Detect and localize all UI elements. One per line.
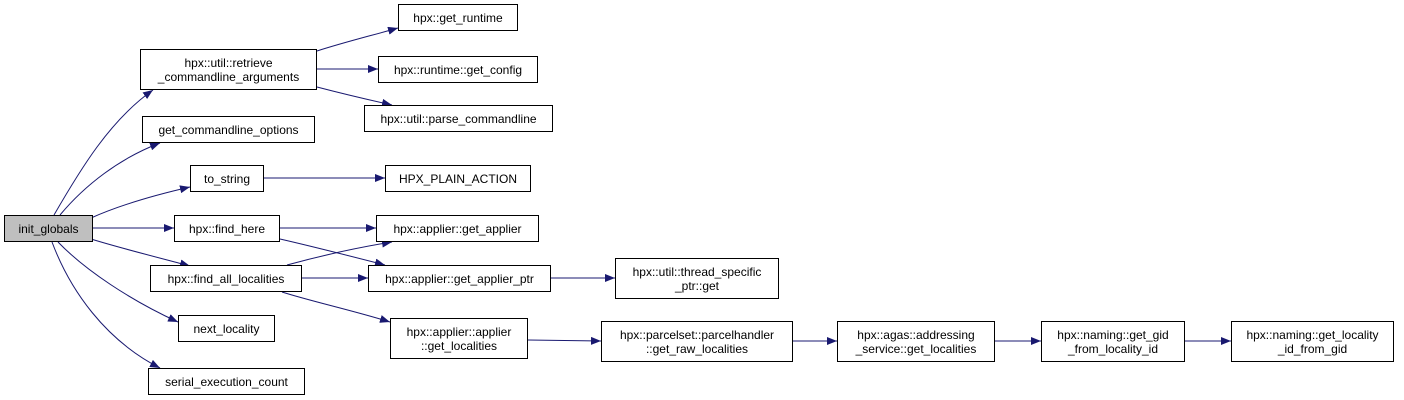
- node-label: hpx::get_runtime: [413, 10, 503, 25]
- node-label: hpx::agas::addressing: [857, 327, 975, 342]
- edge-init-globals-to-serial-execution-count: [51, 241, 161, 369]
- node-find-here[interactable]: hpx::find_here: [174, 215, 280, 242]
- node-next-locality[interactable]: next_locality: [178, 315, 275, 342]
- node-label: _id_from_gid: [1277, 341, 1348, 356]
- node-label: HPX_PLAIN_ACTION: [398, 171, 518, 186]
- node-hpx-plain-action[interactable]: HPX_PLAIN_ACTION: [385, 165, 531, 192]
- node-label: hpx::naming::get_gid: [1057, 327, 1169, 342]
- node-label: to_string: [203, 171, 251, 186]
- node-label: get_commandline_options: [158, 122, 299, 137]
- node-addressing-service-get-localities[interactable]: hpx::agas::addressing _service::get_loca…: [837, 321, 995, 362]
- edge-init-globals-to-retrieve-cmdline: [53, 89, 154, 216]
- node-label: hpx::parcelset::parcelhandler: [619, 327, 775, 342]
- node-thread-specific-ptr-get[interactable]: hpx::util::thread_specific _ptr::get: [615, 258, 779, 299]
- edge-init-globals-to-to-string: [90, 185, 191, 219]
- node-label: _commandline_arguments: [157, 69, 300, 84]
- node-label: hpx::naming::get_locality: [1246, 327, 1379, 342]
- node-runtime-get-config[interactable]: hpx::runtime::get_config: [378, 56, 538, 83]
- edge-init-globals-to-get-cmdline-options: [59, 142, 161, 216]
- node-label: hpx::find_all_localities: [167, 271, 285, 286]
- node-label: hpx::util::retrieve: [184, 55, 273, 70]
- node-label: ::get_raw_localities: [645, 341, 749, 356]
- node-label: hpx::util::parse_commandline: [380, 111, 537, 126]
- edge-applier-get-localities-to-get-raw-localities: [527, 336, 602, 345]
- node-parse-commandline[interactable]: hpx::util::parse_commandline: [364, 105, 553, 132]
- node-label: hpx::applier::get_applier: [393, 221, 522, 236]
- node-label: init_globals: [18, 221, 79, 236]
- node-label: _ptr::get: [674, 278, 720, 293]
- edge-find-here-to-get-applier-ptr: [279, 238, 386, 267]
- edge-init-globals-to-find-all-localities: [90, 238, 191, 268]
- node-serial-execution-count[interactable]: serial_execution_count: [148, 368, 305, 395]
- node-get-applier[interactable]: hpx::applier::get_applier: [376, 215, 539, 242]
- edge-retrieve-cmdline-to-parse-commandline: [316, 86, 393, 107]
- node-label: hpx::runtime::get_config: [393, 62, 523, 77]
- node-label: _service::get_localities: [855, 341, 977, 356]
- node-get-raw-localities[interactable]: hpx::parcelset::parcelhandler ::get_raw_…: [601, 321, 793, 362]
- edge-retrieve-cmdline-to-get-runtime: [316, 26, 399, 52]
- node-init-globals: init_globals: [4, 215, 93, 242]
- node-label: _from_locality_id: [1067, 341, 1159, 356]
- edge-init-globals-to-next-locality: [57, 241, 179, 323]
- node-label: ::get_localities: [420, 338, 498, 353]
- edge-find-all-localities-to-get-applier: [286, 239, 393, 266]
- node-label: hpx::applier::applier: [406, 324, 512, 339]
- node-get-applier-ptr[interactable]: hpx::applier::get_applier_ptr: [368, 265, 551, 292]
- node-label: serial_execution_count: [165, 374, 288, 389]
- edge-find-all-localities-to-applier-get-localities: [281, 291, 391, 323]
- node-get-gid-from-locality-id[interactable]: hpx::naming::get_gid _from_locality_id: [1041, 321, 1185, 362]
- node-get-commandline-options[interactable]: get_commandline_options: [142, 116, 315, 143]
- node-label: hpx::util::thread_specific: [632, 264, 762, 279]
- node-retrieve-commandline-arguments[interactable]: hpx::util::retrieve _commandline_argumen…: [140, 49, 317, 90]
- node-applier-get-localities[interactable]: hpx::applier::applier ::get_localities: [390, 318, 528, 359]
- node-label: hpx::applier::get_applier_ptr: [385, 271, 534, 286]
- node-to-string[interactable]: to_string: [190, 165, 264, 192]
- node-get-locality-id-from-gid[interactable]: hpx::naming::get_locality _id_from_gid: [1231, 321, 1394, 362]
- node-label: hpx::find_here: [188, 221, 266, 236]
- node-get-runtime[interactable]: hpx::get_runtime: [398, 4, 518, 31]
- node-find-all-localities[interactable]: hpx::find_all_localities: [150, 265, 302, 292]
- node-label: next_locality: [193, 321, 260, 336]
